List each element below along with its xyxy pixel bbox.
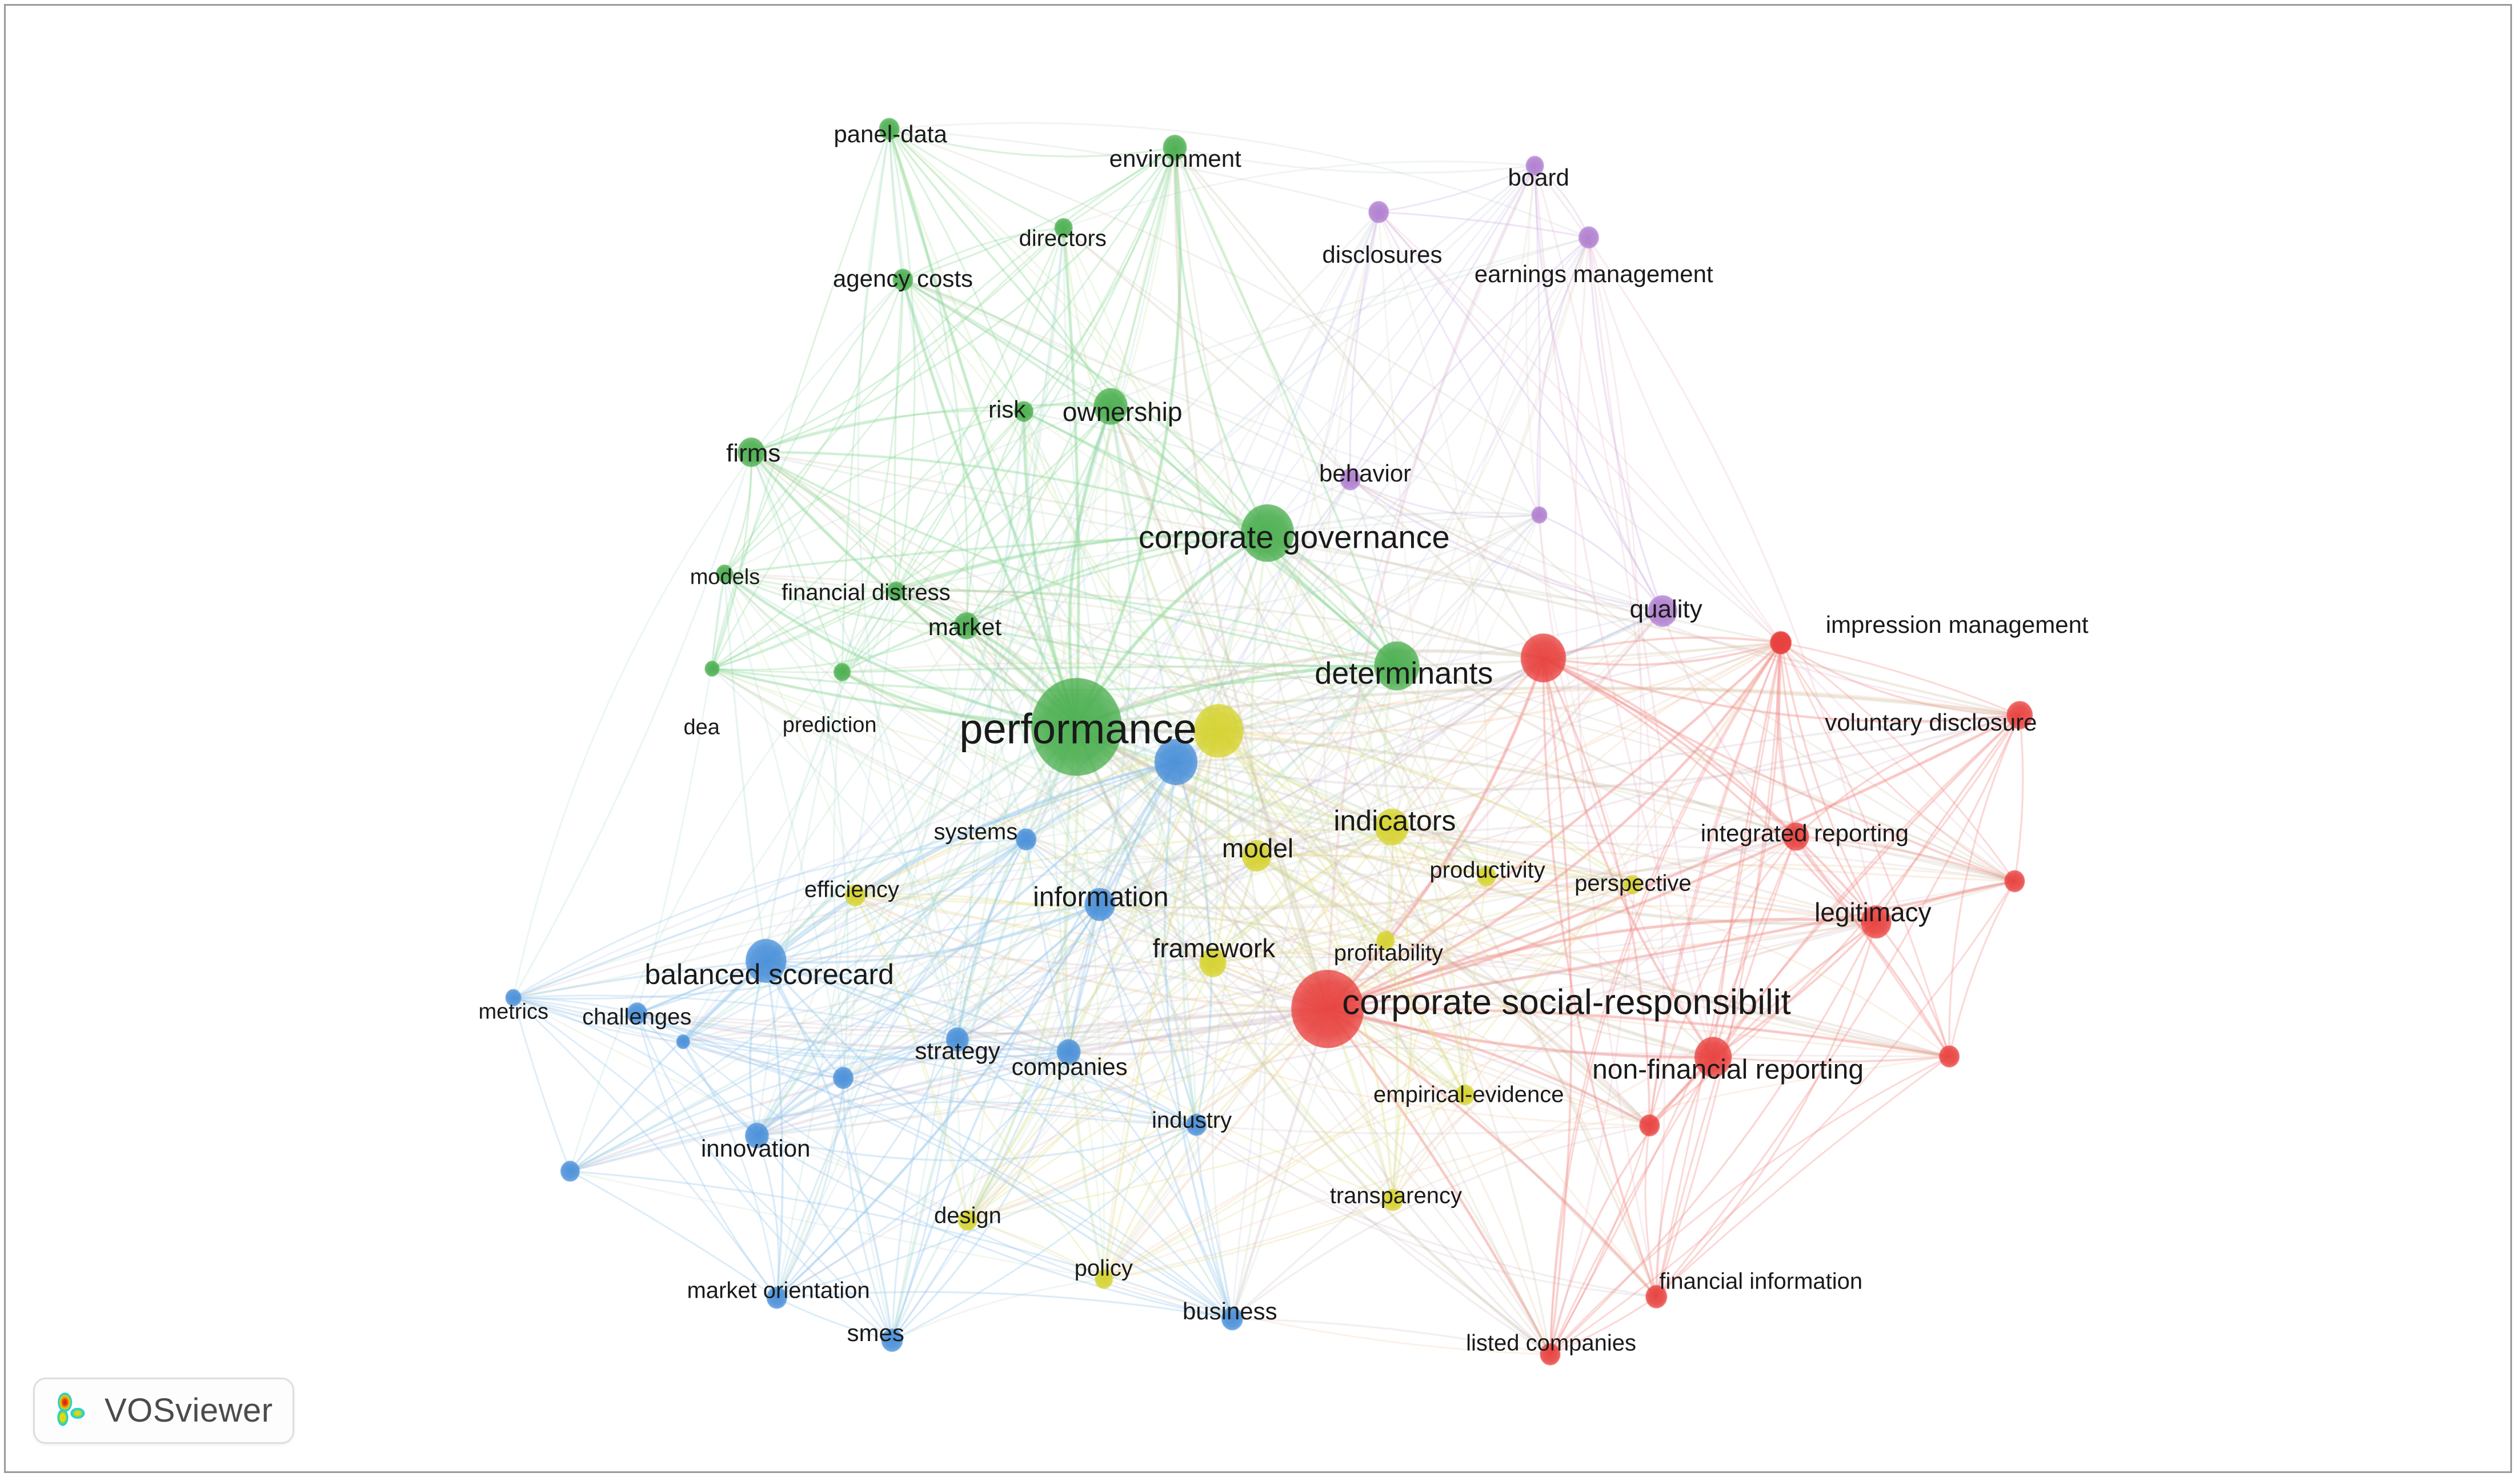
vosviewer-logo-text: VOSviewer: [105, 1392, 273, 1429]
vosviewer-logo-badge[interactable]: VOSviewer: [33, 1378, 294, 1444]
heatmap-cluster-icon: [57, 1392, 85, 1426]
network-graph-canvas[interactable]: [6, 6, 2510, 1471]
